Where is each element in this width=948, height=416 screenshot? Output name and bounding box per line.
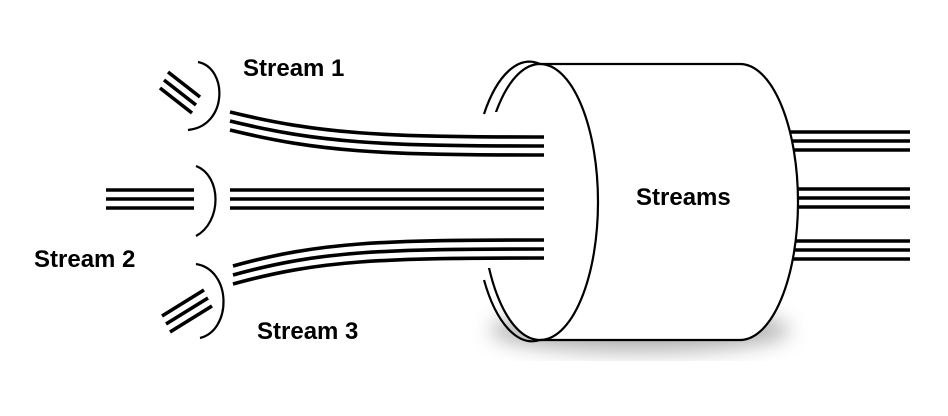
- stream-3-cap: [195, 262, 225, 340]
- stream-1-label: Stream 1: [243, 55, 344, 82]
- stream-sources: [106, 60, 225, 340]
- stream-1-lines: [229, 110, 545, 157]
- stream-2-source: [106, 164, 217, 237]
- stream-3-lines: [232, 238, 545, 286]
- streams-label: Streams: [636, 184, 731, 211]
- stream-1-cap: [187, 60, 221, 132]
- stream-3-label: Stream 3: [257, 318, 358, 345]
- streams-cylinder: [470, 60, 800, 343]
- stream-1-source: [158, 60, 221, 132]
- stream-2-lines: [230, 188, 544, 210]
- stream-2-label: Stream 2: [34, 246, 135, 273]
- input-stream-lines: [229, 110, 545, 286]
- stream-2-cap: [195, 164, 217, 237]
- cylinder-opening-upper-arc: [482, 60, 541, 115]
- cylinder-front-face-arc: [539, 62, 600, 342]
- stream-3-source: [161, 262, 225, 340]
- cylinder-opening-lower-arc: [482, 279, 541, 343]
